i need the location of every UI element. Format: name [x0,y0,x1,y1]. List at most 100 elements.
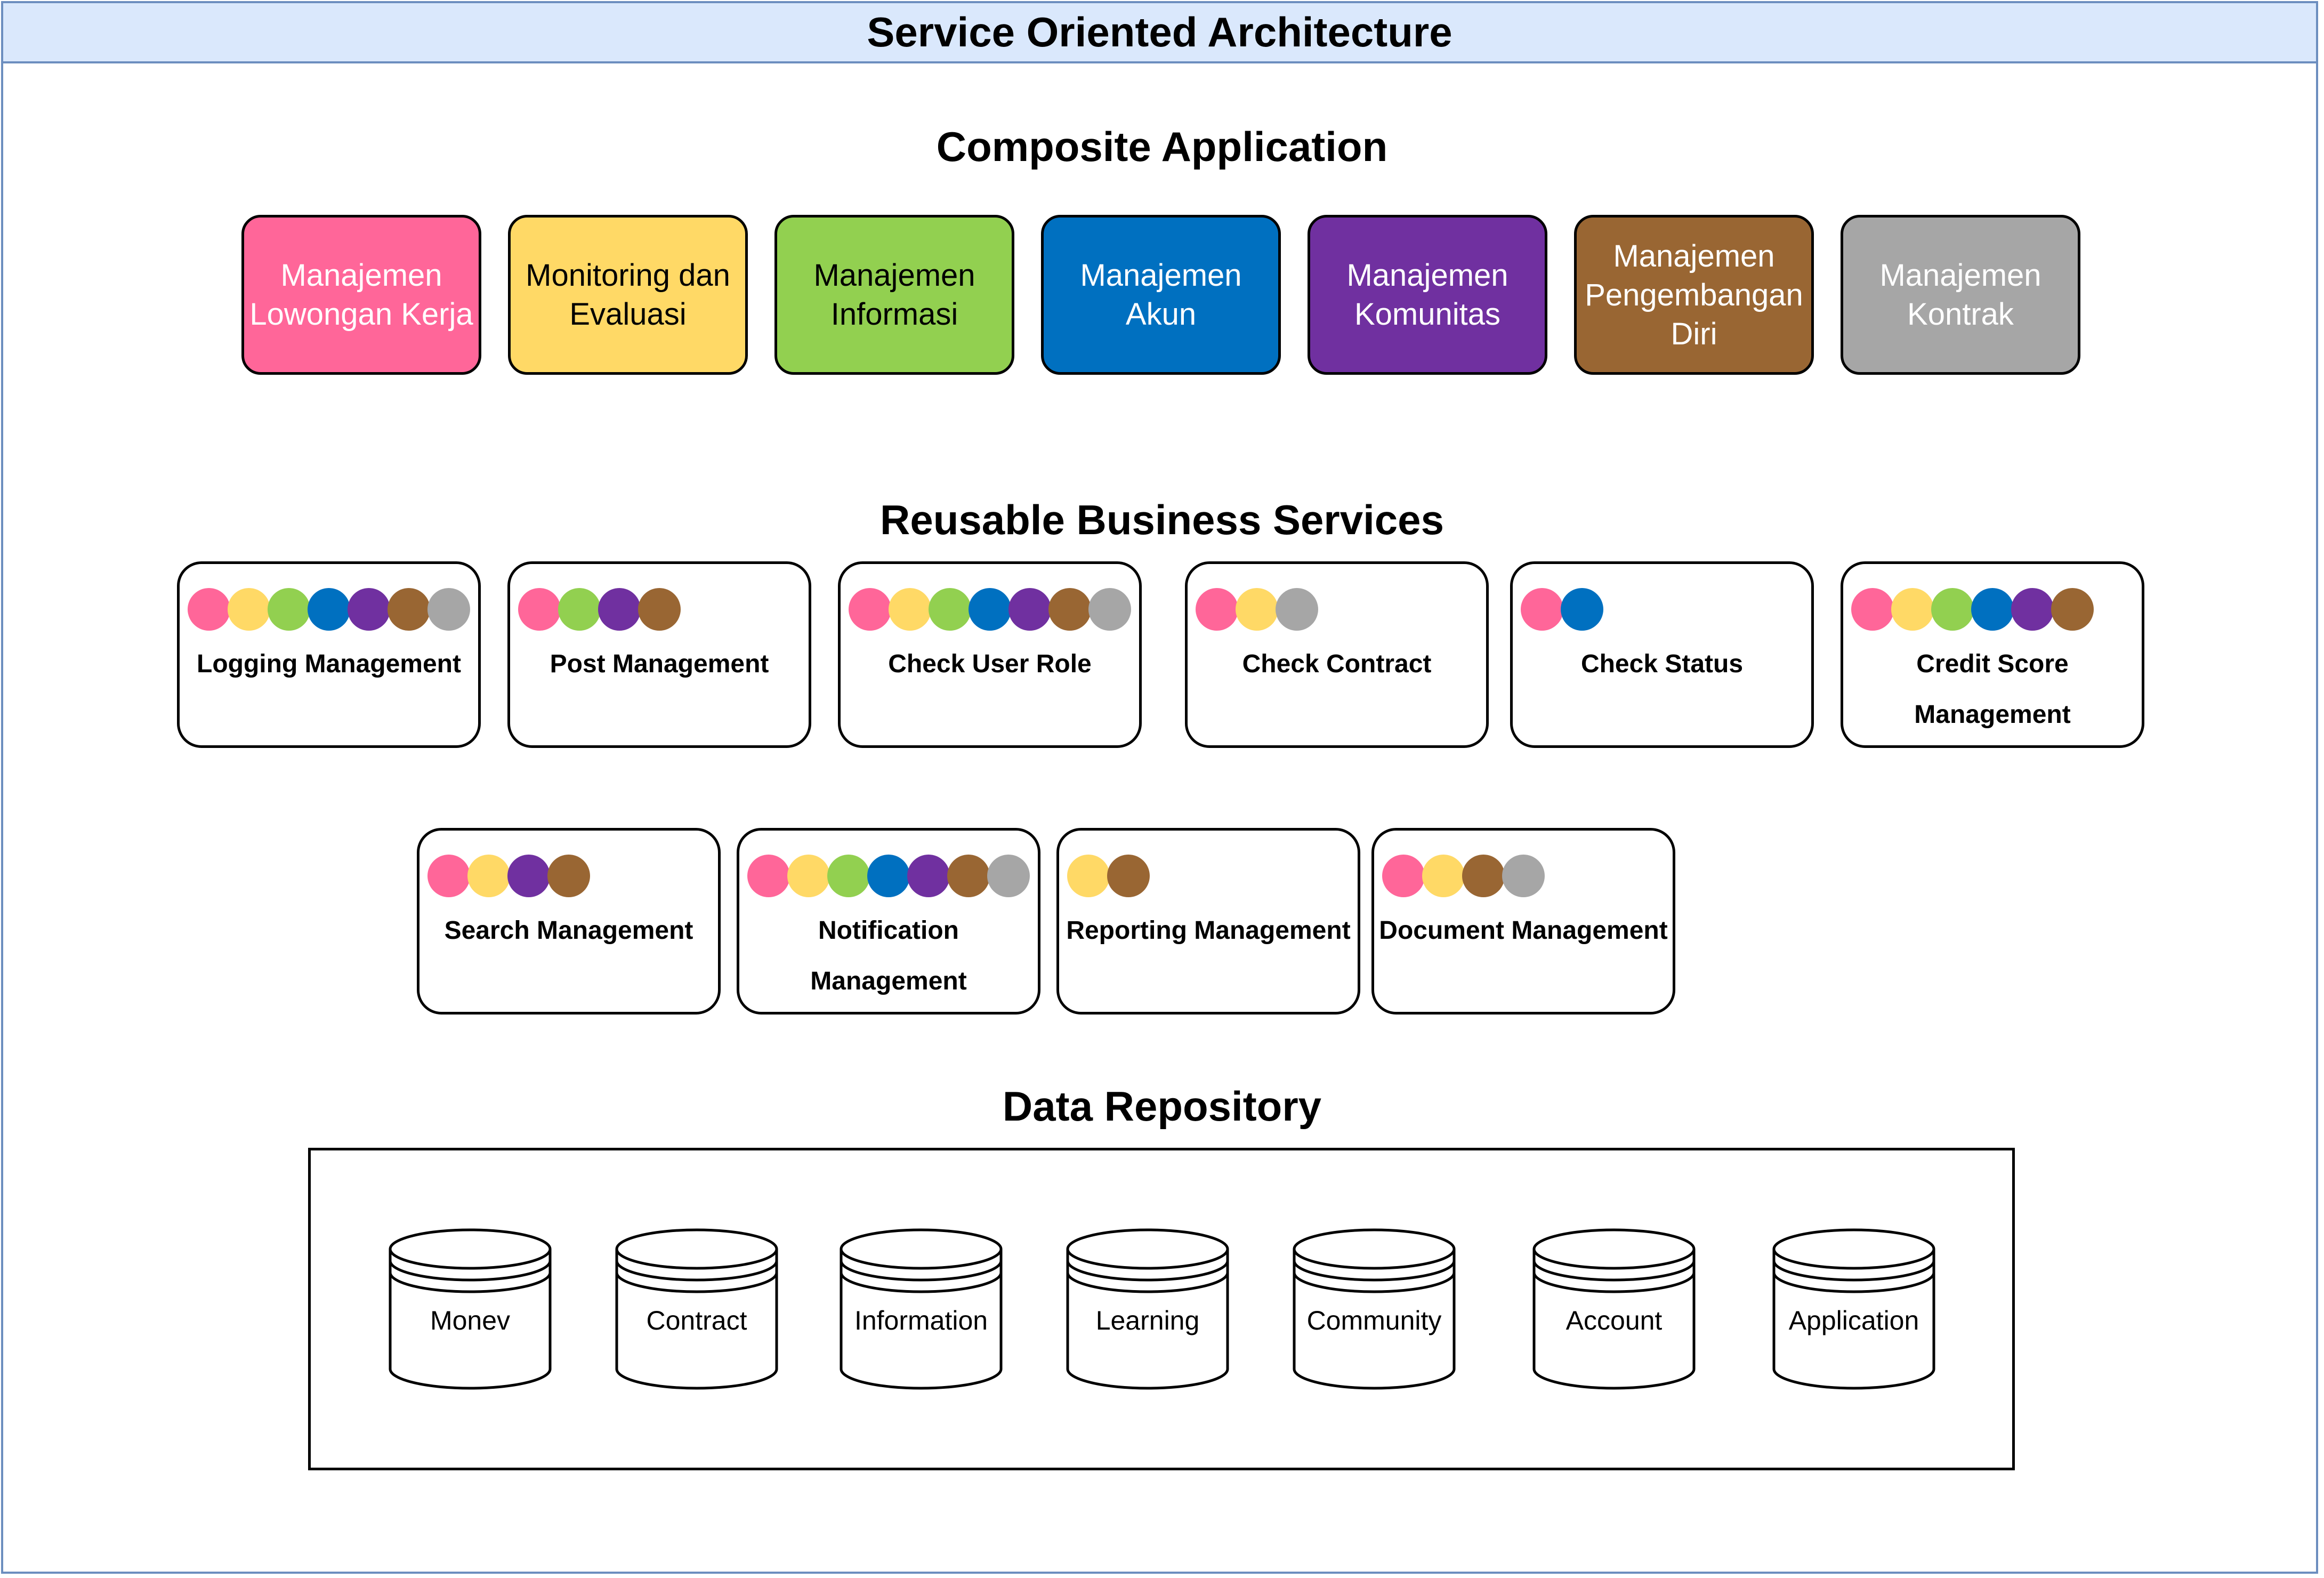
app-label: Manajemen Komunitas [1346,258,1508,332]
service-document-management: Document Management [1371,828,1675,1015]
business-services-title: Reusable Business Services [880,496,1444,543]
pink-dot [849,588,891,631]
pink-dot [188,588,230,631]
database-label: Account [1566,1306,1663,1335]
yellow-dot [1067,855,1110,897]
service-label: Document Management [1379,916,1668,945]
yellow-dot [1422,855,1465,897]
brown-dot [388,588,430,631]
database-label: Monev [430,1306,511,1335]
green-dot [929,588,971,631]
service-label: Search Management [444,916,693,945]
app-label: Manajemen Pengembangan Diri [1585,238,1803,351]
database-label: Learning [1095,1306,1200,1335]
pink-dot [1851,588,1894,631]
brown-dot [2051,588,2094,631]
service-notification-management: Notification Management [737,828,1040,1015]
pink-dot [1196,588,1238,631]
service-label: Post Management [550,650,769,678]
pink-dot [518,588,561,631]
app-label: Manajemen Lowongan Kerja [249,258,473,332]
database-label: Community [1306,1306,1442,1335]
green-dot [1931,588,1974,631]
pink-dot [1382,855,1425,897]
brown-dot [947,855,990,897]
yellow-dot [1891,588,1934,631]
service-check-user-role: Check User Role [838,561,1142,748]
database-monev: Monev [388,1228,552,1390]
yellow-dot [467,855,510,897]
service-logging-management: Logging Management [177,561,481,748]
database-learning: Learning [1066,1228,1230,1390]
service-label: Check Status [1580,650,1744,678]
gray-dot [1088,588,1131,631]
gray-dot [1276,588,1318,631]
green-dot [268,588,310,631]
database-application: Application [1772,1228,1936,1390]
app-manajemen-kontrak: Manajemen Kontrak [1841,215,2080,375]
blue-dot [969,588,1011,631]
service-label: Notification Management [810,916,967,995]
purple-dot [1008,588,1051,631]
service-reporting-management: Reporting Management [1056,828,1360,1015]
service-check-status: Check Status [1510,561,1814,748]
database-label: Application [1788,1306,1919,1335]
database-icon [1532,1228,1696,1390]
database-information: Information [839,1228,1003,1390]
purple-dot [348,588,390,631]
app-label: Manajemen Informasi [813,258,975,332]
database-contract: Contract [615,1228,779,1390]
database-icon [1066,1228,1229,1390]
gray-dot [1502,855,1545,897]
app-manajemen-komunitas: Manajemen Komunitas [1308,215,1547,375]
green-dot [827,855,870,897]
app-monitoring-dan-evaluasi: Monitoring dan Evaluasi [508,215,748,375]
service-label: Logging Management [197,650,461,678]
app-label: Monitoring dan Evaluasi [526,258,730,332]
database-label: Contract [646,1306,747,1335]
purple-dot [907,855,950,897]
gray-dot [427,588,470,631]
service-label: Check User Role [888,650,1092,678]
service-post-management: Post Management [507,561,811,748]
database-account: Account [1532,1228,1696,1390]
service-search-management: Search Management [417,828,721,1015]
brown-dot [638,588,681,631]
database-icon [1772,1228,1935,1390]
app-manajemen-lowongan-kerja: Manajemen Lowongan Kerja [241,215,481,375]
database-icon [1293,1228,1456,1390]
blue-dot [867,855,910,897]
purple-dot [598,588,641,631]
composite-application-title: Composite Application [936,123,1388,170]
service-label: Check Contract [1242,650,1432,678]
yellow-dot [1236,588,1278,631]
service-check-contract: Check Contract [1185,561,1489,748]
green-dot [558,588,601,631]
brown-dot [1462,855,1505,897]
app-manajemen-akun: Manajemen Akun [1041,215,1281,375]
purple-dot [507,855,550,897]
service-credit-score-management: Credit Score Management [1841,561,2144,748]
diagram-title: Service Oriented Architecture [3,3,2316,63]
yellow-dot [889,588,931,631]
service-label: Reporting Management [1066,916,1351,945]
app-manajemen-informasi: Manajemen Informasi [774,215,1014,375]
blue-dot [308,588,350,631]
database-community: Community [1292,1228,1456,1390]
app-manajemen-pengembangan-diri: Manajemen Pengembangan Diri [1574,215,1814,375]
gray-dot [987,855,1030,897]
database-icon [389,1228,552,1390]
yellow-dot [228,588,270,631]
pink-dot [1521,588,1563,631]
database-icon [840,1228,1003,1390]
data-repository-title: Data Repository [1002,1083,1322,1130]
blue-dot [1971,588,2014,631]
app-label: Manajemen Akun [1080,258,1242,332]
blue-dot [1561,588,1603,631]
database-icon [615,1228,778,1390]
yellow-dot [787,855,830,897]
brown-dot [1107,855,1150,897]
database-label: Information [854,1306,988,1335]
purple-dot [2011,588,2054,631]
brown-dot [1048,588,1091,631]
